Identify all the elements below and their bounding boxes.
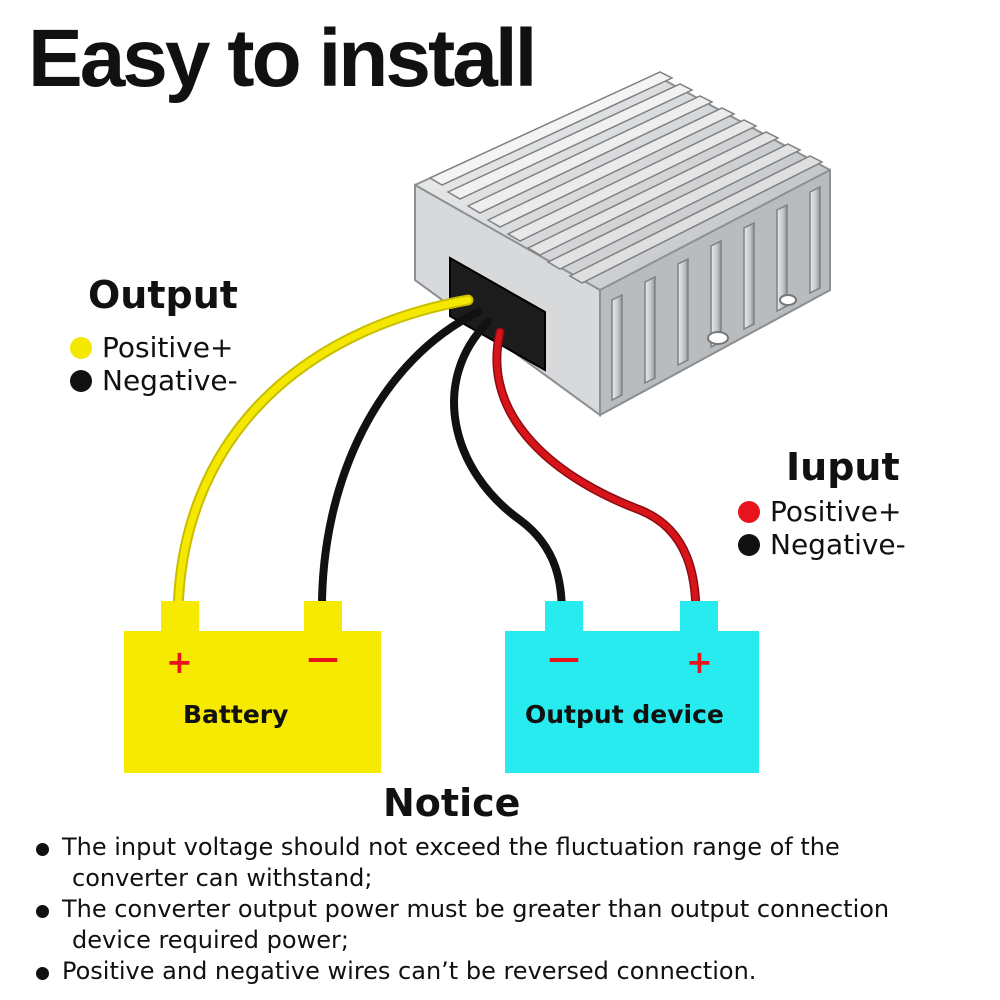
output-device-box (505, 601, 759, 773)
page-title: Easy to install (28, 13, 537, 104)
battery-box (124, 601, 381, 773)
notice-item-line: The input voltage should not exceed the … (62, 833, 840, 861)
output-device-label: Output device (525, 700, 724, 729)
input-negative-label: Negative- (770, 528, 906, 561)
input-positive-label: Positive+ (770, 495, 902, 528)
wiring-diagram (124, 71, 831, 773)
output-legend-negative: Negative- (70, 367, 238, 395)
device-minus-sign: — (548, 639, 580, 677)
battery-terminal-positive (161, 601, 199, 631)
red-dot-icon (738, 501, 760, 523)
notice-item: The converter output power must be great… (34, 894, 984, 956)
wire-black-battery (317, 308, 482, 619)
device-terminal-negative (545, 601, 583, 631)
notice-list: The input voltage should not exceed the … (34, 832, 984, 987)
device-terminal-positive (680, 601, 718, 631)
black-dot-icon (70, 370, 92, 392)
heatsink-fins (428, 71, 824, 402)
notice-item: The input voltage should not exceed the … (34, 832, 984, 894)
battery-minus-sign: — (307, 639, 339, 677)
yellow-dot-icon (70, 337, 92, 359)
notice-item-line: converter can withstand; (72, 864, 373, 892)
wire-black-device (450, 318, 566, 619)
output-heading: Output (88, 273, 238, 317)
output-legend-positive: Positive+ (70, 334, 233, 362)
notice-item-line: Positive and negative wires can’t be rev… (62, 957, 757, 985)
battery-body (124, 631, 381, 773)
device-body (505, 631, 759, 773)
battery-terminal-negative (304, 601, 342, 631)
notice-item-line: device required power; (72, 926, 349, 954)
input-heading: Iuput (786, 445, 900, 489)
output-negative-label: Negative- (102, 364, 238, 397)
input-legend-positive: Positive+ (738, 498, 901, 526)
device-plus-sign: + (686, 643, 713, 681)
input-legend-negative: Negative- (738, 531, 906, 559)
cable-grommet (449, 256, 546, 372)
notice-item-line: The converter output power must be great… (62, 895, 890, 923)
notice-item: Positive and negative wires can’t be rev… (34, 956, 984, 987)
battery-plus-sign: + (166, 643, 193, 681)
black-dot-icon (738, 534, 760, 556)
notice-heading: Notice (383, 781, 521, 825)
converter-module (414, 71, 831, 417)
battery-label: Battery (183, 700, 289, 729)
wires (172, 294, 701, 621)
output-positive-label: Positive+ (102, 331, 234, 364)
